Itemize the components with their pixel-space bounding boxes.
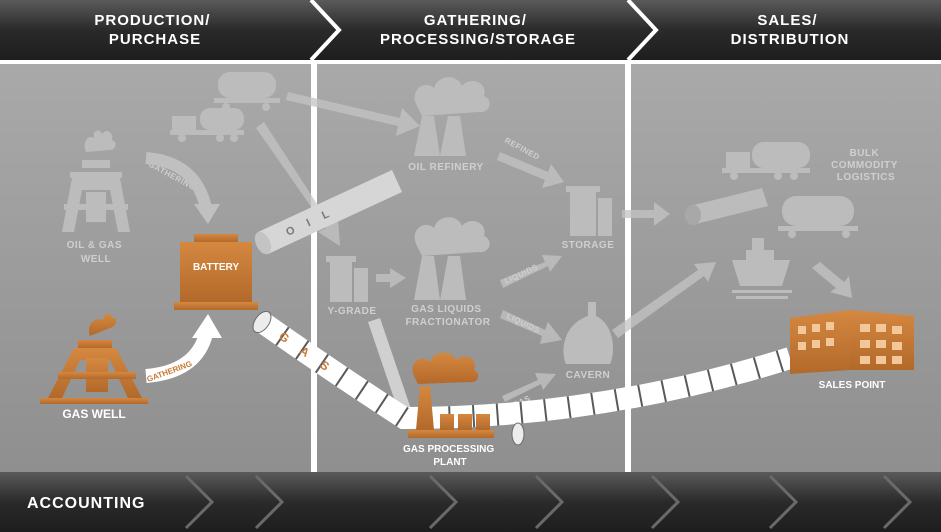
footer-band: ACCOUNTING (0, 472, 941, 532)
gathering-arrow-bottom (145, 331, 213, 383)
oil-gas-well-label: OIL & GAS WELL (67, 240, 126, 265)
y-grade-pipeline-icon (368, 318, 412, 416)
oil-truck-icon (170, 108, 244, 142)
arrow-liquids-down (500, 310, 562, 344)
oil-refinery-label: OIL REFINERY (408, 162, 483, 173)
storage-label: STORAGE (562, 240, 615, 251)
arrow-cavern-to-sales (612, 262, 716, 338)
oil-gas-well-icon (62, 130, 130, 232)
sales-tank-icon (778, 196, 858, 238)
stage-processing-title: GATHERING/ PROCESSING/STORAGE (380, 12, 576, 48)
stage-production-title: PRODUCTION/ PURCHASE (94, 12, 215, 48)
gathering-arrow-top (145, 152, 212, 210)
oil-pipeline-icon (254, 170, 402, 255)
gas-processing-plant-label: GAS PROCESSING PLANT (403, 444, 497, 468)
ghost-icons (62, 72, 858, 416)
gathering-arrowhead-bottom (192, 314, 222, 338)
gas-processing-plant-icon (408, 352, 494, 438)
arrow-refined (497, 152, 564, 188)
battery-icon (174, 234, 258, 310)
gas-well-icon (40, 313, 148, 404)
arrow-gas-to-cavern (502, 373, 556, 402)
divider-1 (311, 62, 317, 472)
divider-2 (625, 62, 631, 472)
highlight-icons (40, 234, 914, 438)
stage-sales-title: SALES/ DISTRIBUTION (731, 12, 850, 48)
y-grade-icon (326, 256, 368, 302)
y-grade-label: Y-GRADE (327, 306, 376, 317)
accounting-label: ACCOUNTING (27, 495, 145, 512)
sales-pipes-icon (685, 188, 768, 225)
oil-refinery-icon (414, 77, 490, 156)
sales-point-icon (790, 310, 914, 374)
footer-chevrons (184, 474, 913, 530)
header-chevron-1 (309, 0, 342, 62)
gas-liquids-label: GAS LIQUIDS FRACTIONATOR (405, 304, 490, 328)
gas-liquids-fractionator-icon (414, 217, 490, 300)
bulk-logistics-label: BULK COMMODITY LOGISTICS (831, 148, 901, 183)
ship-icon (732, 238, 792, 299)
arrow-ship-to-salespoint (812, 262, 852, 298)
header-chevron-2 (626, 0, 659, 62)
storage-icon (566, 186, 612, 236)
sales-point-label: SALES POINT (819, 380, 886, 391)
gathering-arrowhead-top (194, 204, 220, 224)
cavern-icon (563, 302, 614, 364)
battery-label: BATTERY (193, 262, 239, 273)
cavern-label: CAVERN (566, 370, 610, 381)
arrow-truck-to-refinery (286, 92, 420, 136)
gas-well-label: GAS WELL (62, 407, 125, 421)
arrow-storage-to-sales (622, 202, 670, 226)
arrow-liquids-up (500, 255, 562, 288)
sales-truck-icon (722, 142, 810, 180)
header-band: PRODUCTION/ PURCHASE GATHERING/ PROCESSI… (0, 0, 941, 64)
tanker-truck-icon (214, 72, 280, 111)
arrow-ygrade-to-fractionator (376, 268, 406, 288)
